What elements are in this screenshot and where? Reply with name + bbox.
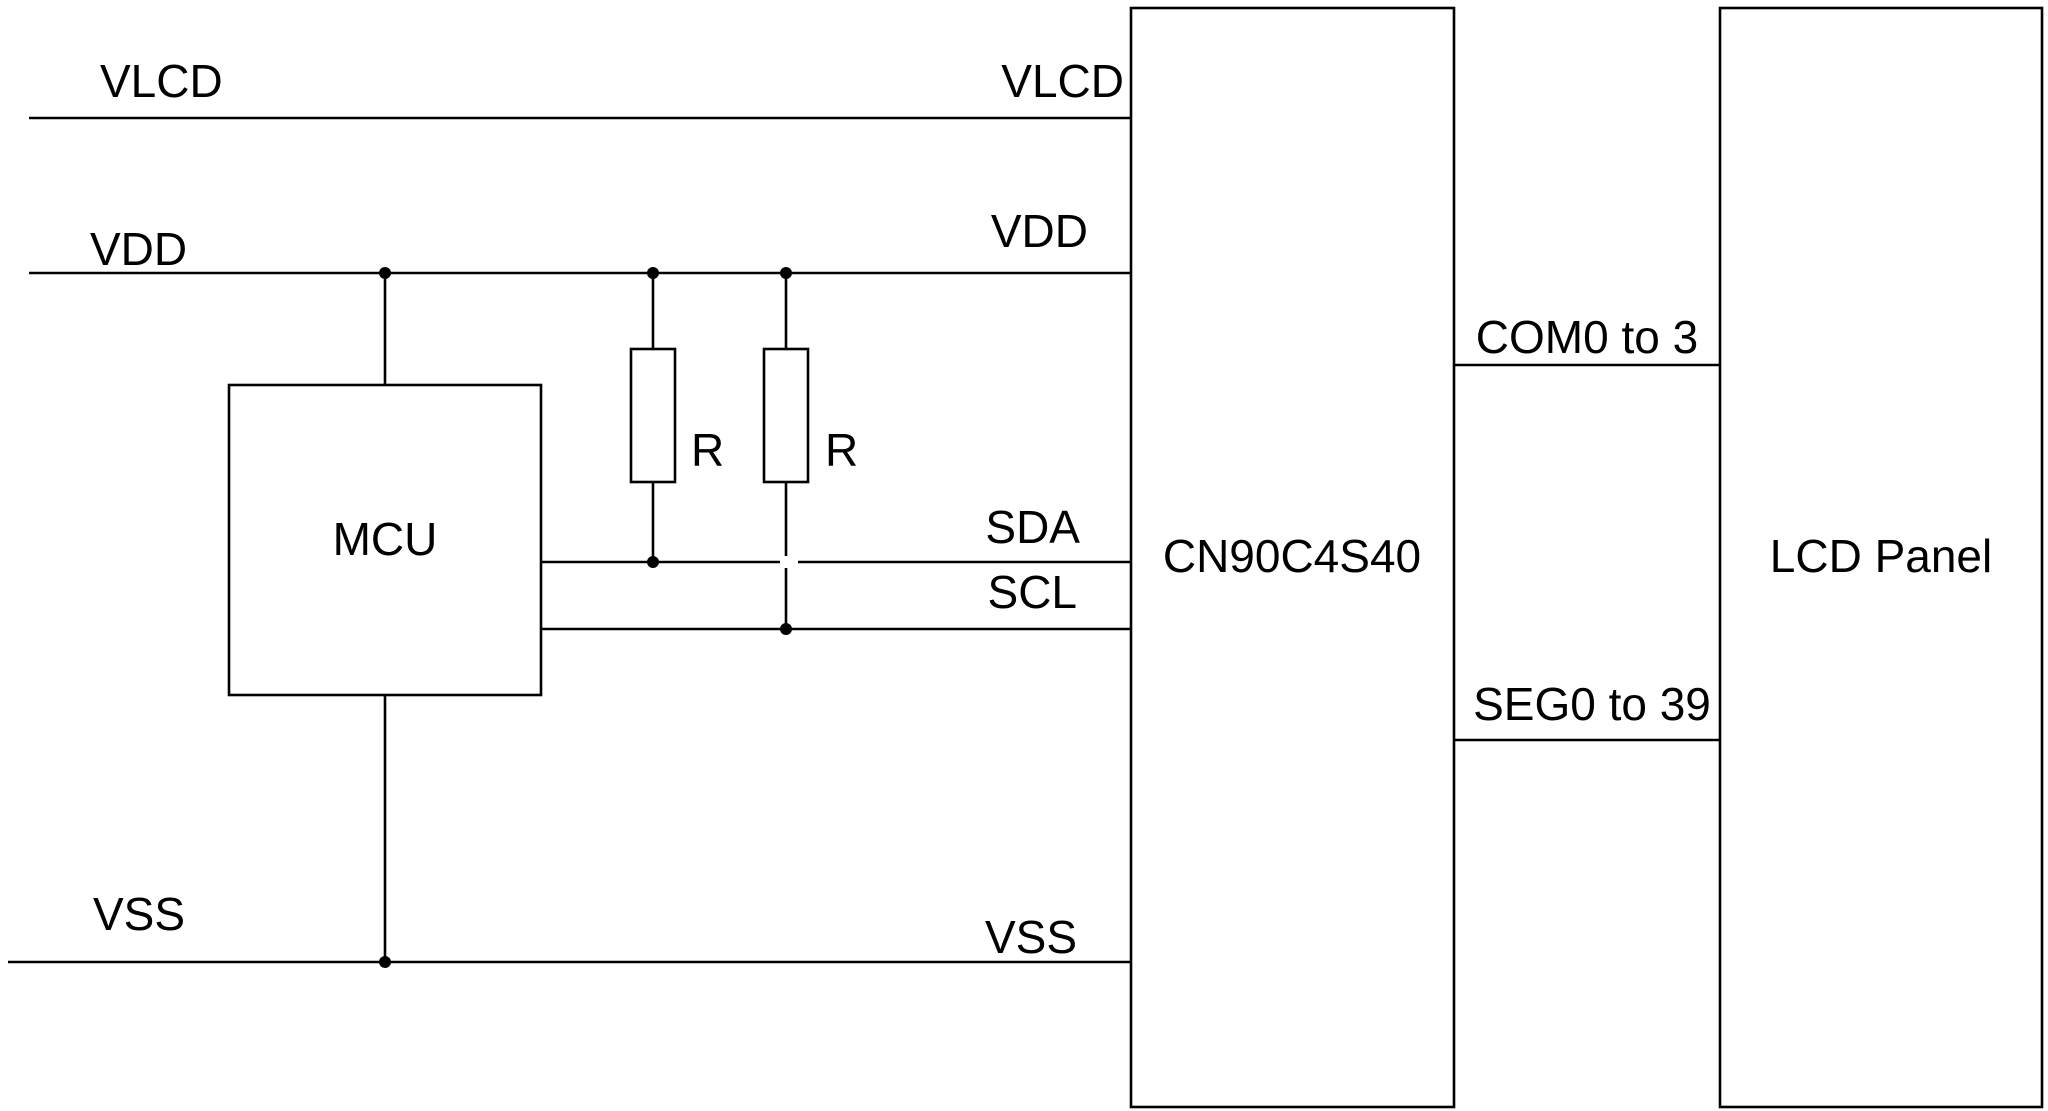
pin-vlcd-label: VLCD [1001,55,1124,107]
junction-dot [780,267,792,279]
pin-sda-label: SDA [985,501,1080,553]
seg-bus-label: SEG0 to 39 [1473,678,1711,730]
mcu-label: MCU [333,513,438,565]
lcd-panel-label: LCD Panel [1770,530,1992,582]
pin-scl-label: SCL [988,566,1077,618]
left-vdd-label: VDD [90,223,187,275]
resistor-1 [629,347,677,484]
junction-dot [780,623,792,635]
resistor-1-label: R [691,424,724,476]
driver-chip-label: CN90C4S40 [1163,530,1421,582]
lcd-panel-block [1718,6,2044,1109]
mcu-block [227,383,543,697]
com-bus-label: COM0 to 3 [1476,311,1698,363]
resistor-2 [762,347,810,484]
junction-dot [647,267,659,279]
junction-dot [379,267,391,279]
driver-chip-block [1129,6,1456,1109]
left-vss-label: VSS [93,888,185,940]
junction-dot [379,956,391,968]
pin-vdd-label: VDD [991,205,1088,257]
pin-vss-label: VSS [985,911,1077,963]
left-vlcd-label: VLCD [100,55,223,107]
junction-dot [647,556,659,568]
resistor-2-label: R [825,424,858,476]
